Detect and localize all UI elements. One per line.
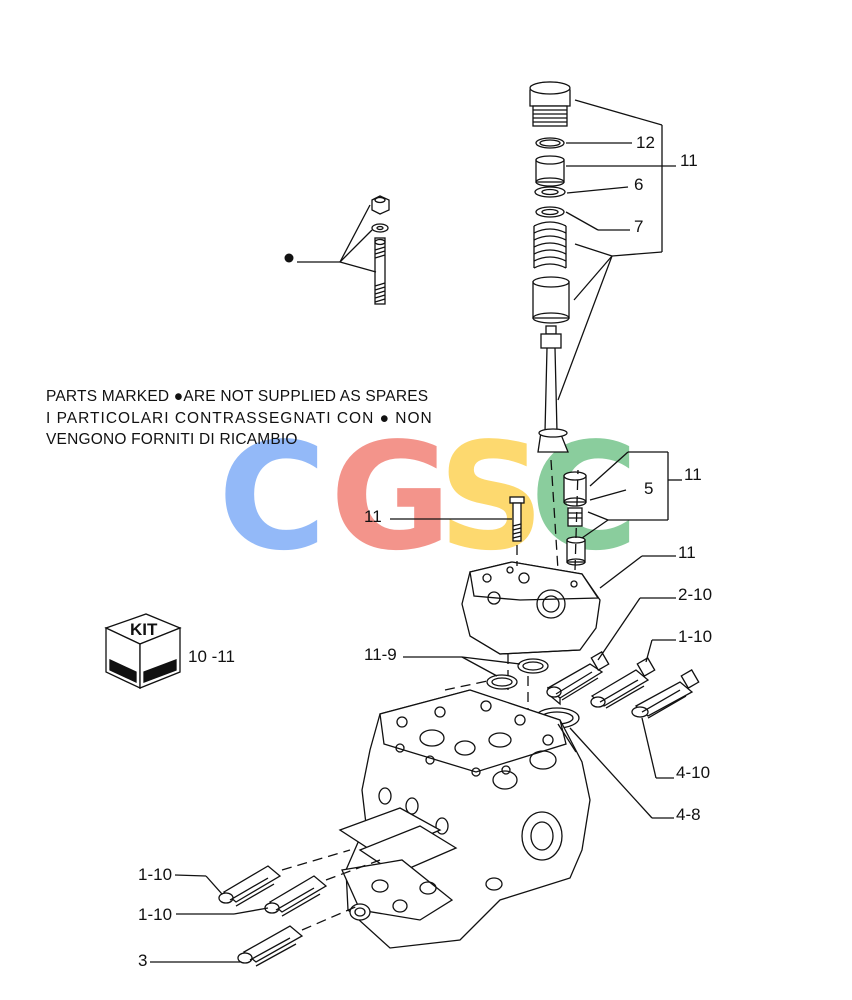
callout-6: 6 (634, 175, 643, 194)
valve-cover-plate (461, 555, 676, 655)
kit-reference-label: 10 -11 (188, 647, 235, 666)
cartridge-2-10 (546, 597, 676, 706)
cartridge-1-10-right (590, 639, 676, 709)
note-line-1: PARTS MARKED ●ARE NOT SUPPLIED AS SPARES (46, 388, 428, 406)
callout-12: 12 (636, 133, 655, 152)
kit-box-label: KIT (130, 620, 158, 639)
note-line-1-start: PARTS MARKED (46, 388, 170, 405)
note-line-2-start: I PARTICOLARI CONTRASSEGNATI CON (46, 410, 375, 427)
callout-1-10-left-a: 1-10 (138, 865, 172, 884)
cover-bolt (390, 496, 525, 542)
not-supplied-dot-icon: ● (173, 388, 184, 405)
cartridge-4-10 (631, 669, 700, 779)
callout-2-10: 2-10 (678, 585, 712, 604)
cgsc-watermark: C G S C (218, 411, 639, 583)
left-dashed-lines (281, 849, 381, 931)
orings-11-9 (403, 656, 549, 690)
watermark-letter-s: S (438, 411, 545, 583)
small-valve-leaders (581, 451, 682, 539)
stud-leader-lines (297, 204, 377, 273)
callout-7: 7 (634, 217, 643, 236)
callout-3: 3 (138, 951, 147, 970)
top-valve-stack (529, 81, 571, 453)
kit-box-icon (104, 613, 182, 690)
note-line-1-rest: ARE NOT SUPPLIED AS SPARES (183, 388, 429, 405)
callout-11-top: 11 (680, 151, 698, 170)
watermark-letter-g: G (330, 411, 451, 583)
callout-11-cover: 11 (678, 543, 696, 562)
watermark-letter-c1: C (218, 411, 327, 583)
callout-4-8: 4-8 (676, 805, 701, 824)
note-line-3-text: VENGONO FORNITI DI RICAMBIO (46, 431, 298, 448)
callout-11-9: 11-9 (364, 645, 397, 664)
body-leader-4-8 (557, 723, 577, 753)
note-line-3: VENGONO FORNITI DI RICAMBIO (46, 431, 298, 449)
callout-1-10-right: 1-10 (678, 627, 712, 646)
cartridge-1-10-left-a (174, 865, 282, 907)
cartridge-1-10-left-b (176, 875, 328, 917)
main-valve-body (338, 689, 591, 949)
stud-bolt-assembly (371, 195, 390, 305)
note-line-2-rest: NON (395, 410, 433, 427)
callout-4-10: 4-10 (676, 763, 710, 782)
not-supplied-dot-icon (284, 253, 294, 263)
callout-5: 5 (644, 479, 653, 498)
not-supplied-dot-icon: ● (379, 410, 390, 427)
callout-11-bolt: 11 (364, 507, 382, 526)
cartridge-3 (150, 925, 304, 967)
callout-11-mid: 11 (684, 465, 702, 484)
note-line-2: I PARTICOLARI CONTRASSEGNATI CON ● NON (46, 410, 433, 428)
callout-1-10-left-b: 1-10 (138, 905, 172, 924)
top-valve-leaders (557, 99, 676, 401)
